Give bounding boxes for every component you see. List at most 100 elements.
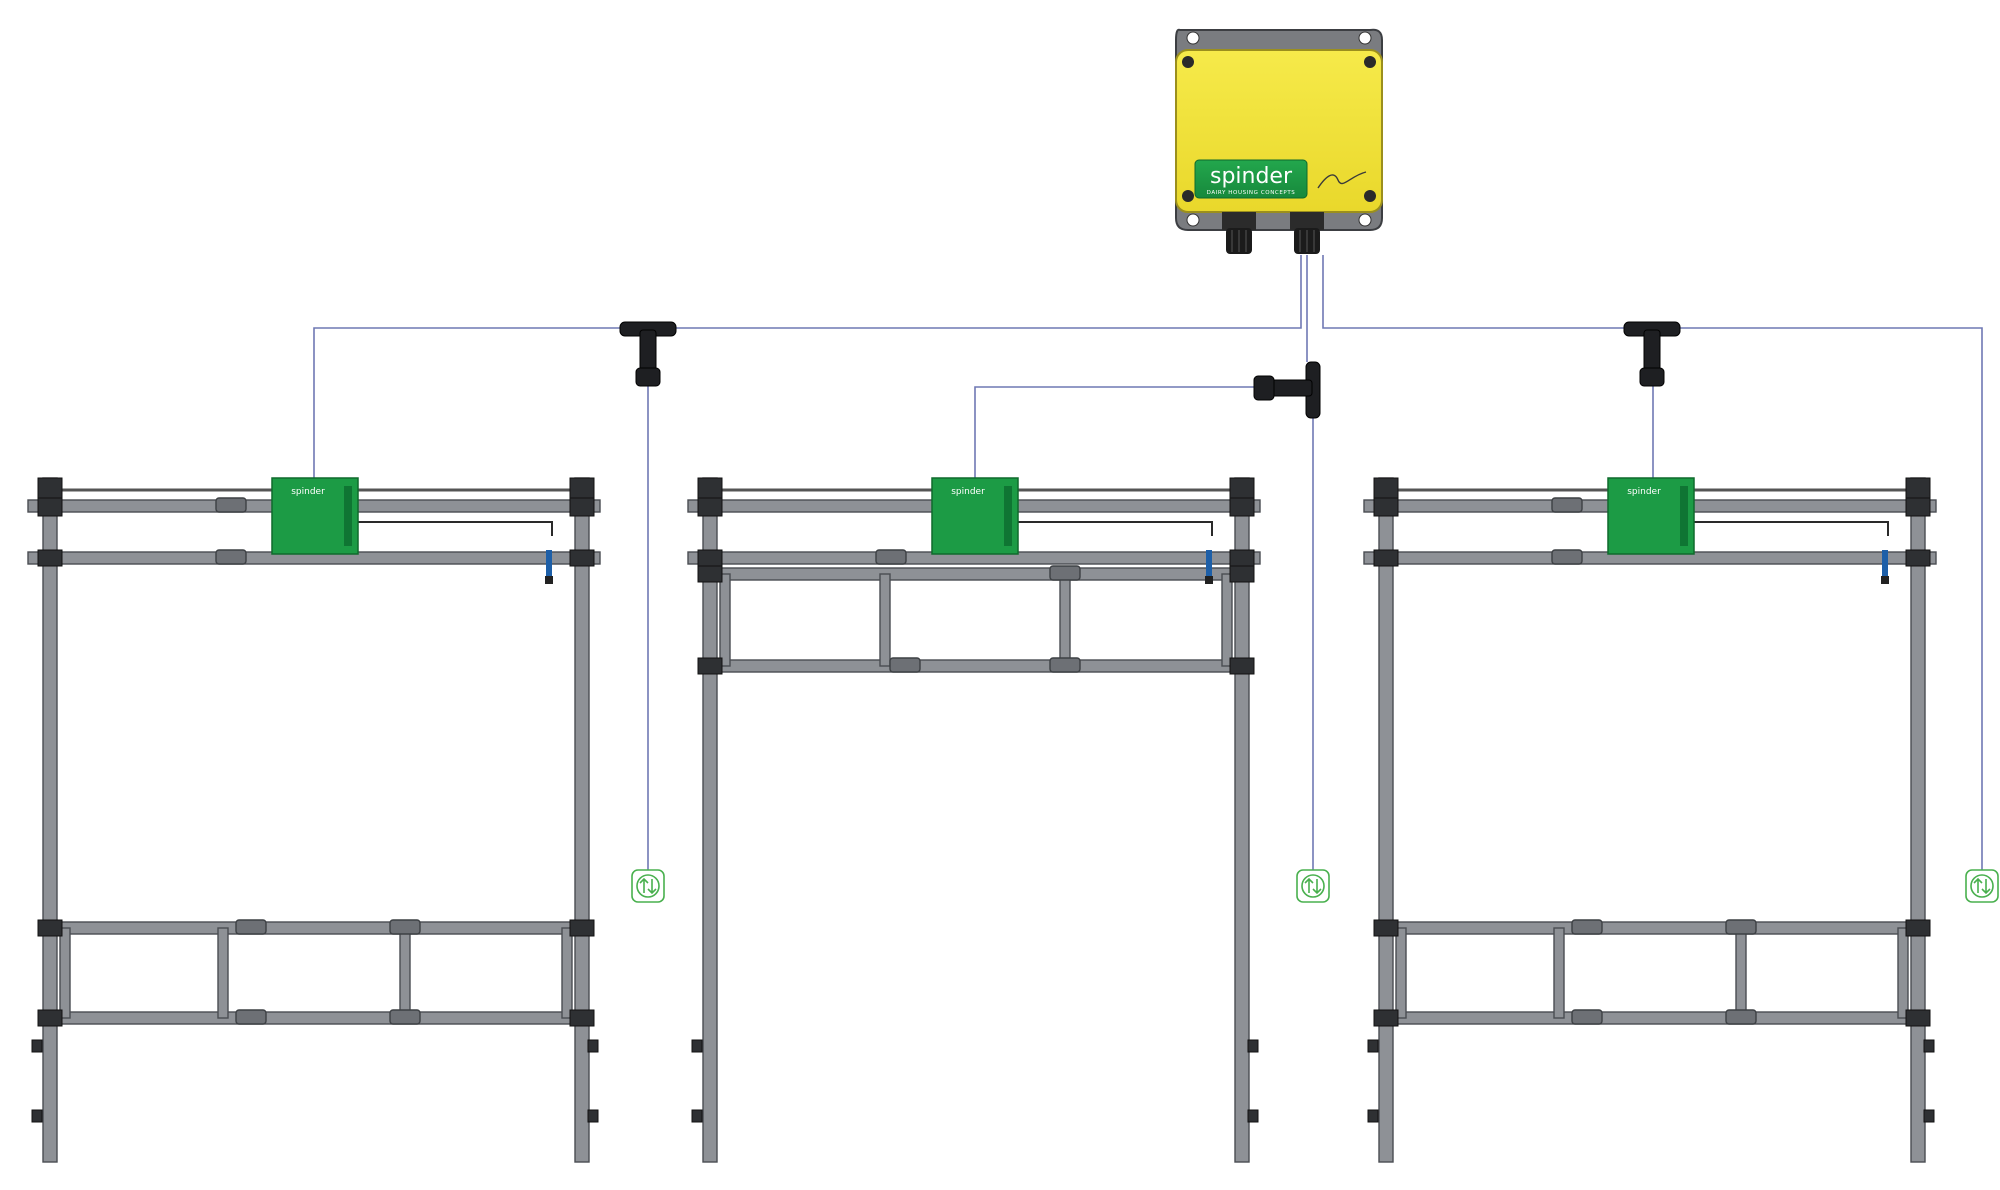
clamp xyxy=(1229,657,1255,675)
controller-brand-name: spinder xyxy=(1210,164,1293,189)
control-cable xyxy=(1018,521,1213,536)
post xyxy=(42,477,58,1163)
rail-coupler xyxy=(1551,497,1583,513)
rail-coupler xyxy=(1725,1009,1757,1025)
sensor-probe xyxy=(546,550,552,576)
rail-coupler xyxy=(389,919,421,935)
clamp xyxy=(1905,497,1931,517)
clamp xyxy=(1229,549,1255,567)
wire-controller-to-right-tee xyxy=(1322,255,1624,329)
up-down-arrows-icon xyxy=(1965,869,1999,903)
wire-controller-to-left-tee xyxy=(658,255,1302,329)
rail-coupler xyxy=(215,497,247,513)
sensor-probe-tip xyxy=(1881,576,1889,584)
clamp xyxy=(37,497,63,517)
clamp xyxy=(37,919,63,937)
clamp xyxy=(1373,919,1399,937)
ladder-upright xyxy=(719,573,731,667)
controller-tagline: DAIRY HOUSING CONCEPTS xyxy=(1207,190,1296,196)
ladder-upright xyxy=(1735,927,1747,1019)
ladder-upright xyxy=(561,927,573,1019)
clamp xyxy=(37,477,63,499)
rail-coupler xyxy=(235,1009,267,1025)
clamp xyxy=(1373,549,1399,567)
clamp xyxy=(697,497,723,517)
post xyxy=(1910,477,1926,1163)
lower-rail xyxy=(1385,921,1919,935)
t-connector-left xyxy=(619,321,677,387)
clamp xyxy=(1923,1039,1935,1053)
clamp xyxy=(31,1109,43,1123)
clamp xyxy=(1367,1109,1379,1123)
rail-coupler xyxy=(875,549,907,565)
clamp xyxy=(1373,1009,1399,1027)
module-terminal-strip xyxy=(344,486,352,546)
module-terminal-strip xyxy=(1680,486,1688,546)
clamp xyxy=(1247,1039,1259,1053)
clamp xyxy=(587,1039,599,1053)
lower-rail xyxy=(49,921,583,935)
ladder-upright xyxy=(217,927,229,1019)
clamp xyxy=(1367,1039,1379,1053)
clamp xyxy=(1905,477,1931,499)
rail-coupler xyxy=(215,549,247,565)
clamp xyxy=(697,549,723,567)
rail-coupler xyxy=(1049,657,1081,673)
t-connector-middle xyxy=(1253,361,1321,419)
controller-box: spinder DAIRY HOUSING CONCEPTS xyxy=(1175,28,1383,254)
ladder-upright xyxy=(879,573,891,667)
post xyxy=(1378,477,1394,1163)
mount-hole xyxy=(1186,31,1200,45)
wire-right-tee-to-right-sensor xyxy=(1676,327,1983,870)
clamp xyxy=(569,477,595,499)
mount-hole xyxy=(1358,213,1372,227)
clamp xyxy=(37,1009,63,1027)
clamp xyxy=(569,1009,595,1027)
sensor-probe-tip xyxy=(1205,576,1213,584)
module-terminal-strip xyxy=(1004,486,1012,546)
screw xyxy=(1364,56,1376,68)
upper-ladder-rail xyxy=(709,567,1243,581)
control-cable xyxy=(358,521,553,536)
clamp xyxy=(1905,549,1931,567)
clamp xyxy=(1923,1109,1935,1123)
screw xyxy=(1182,190,1194,202)
wiring xyxy=(313,255,1983,870)
rail-coupler xyxy=(1725,919,1757,935)
rail-coupler xyxy=(1571,919,1603,935)
clamp xyxy=(569,497,595,517)
clamp xyxy=(691,1109,703,1123)
sensor-probe-tip xyxy=(545,576,553,584)
clamp xyxy=(31,1039,43,1053)
ladder-upright xyxy=(399,927,411,1019)
signature-logo-icon xyxy=(1317,171,1367,189)
clamp xyxy=(1905,1009,1931,1027)
sensor-probe xyxy=(1882,550,1888,576)
clamp xyxy=(587,1109,599,1123)
frame-right: spinder xyxy=(1363,477,1937,1163)
module-brand-middle: spinder xyxy=(951,487,985,497)
lower-rail xyxy=(49,1011,583,1025)
upper-ladder-rail xyxy=(709,659,1243,673)
clamp xyxy=(1229,497,1255,517)
screw xyxy=(1182,56,1194,68)
cable-gland-left xyxy=(1222,212,1256,254)
rail-coupler xyxy=(889,657,921,673)
post xyxy=(574,477,590,1163)
clamp xyxy=(697,477,723,499)
controller-label xyxy=(1194,159,1308,199)
clamp xyxy=(1247,1109,1259,1123)
clamp xyxy=(697,657,723,675)
rail-coupler xyxy=(1049,565,1081,581)
cable-gland-right xyxy=(1290,212,1324,254)
ladder-upright xyxy=(1553,927,1565,1019)
module-box-left xyxy=(271,477,359,555)
rail-coupler xyxy=(1571,1009,1603,1025)
frame-left: spinder xyxy=(27,477,601,1163)
rail-coupler xyxy=(389,1009,421,1025)
clamp xyxy=(1373,497,1399,517)
ladder-upright xyxy=(1395,927,1407,1019)
sensor-probe xyxy=(1206,550,1212,576)
module-box-middle xyxy=(931,477,1019,555)
